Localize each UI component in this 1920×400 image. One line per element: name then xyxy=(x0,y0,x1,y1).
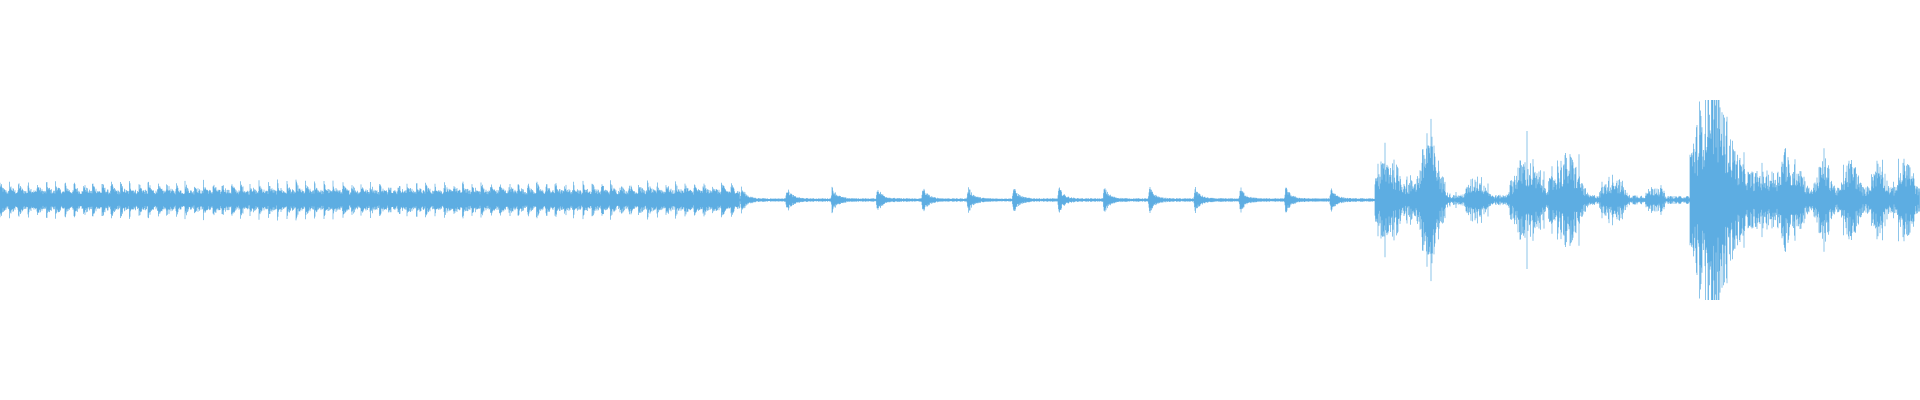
waveform-path xyxy=(0,100,1920,300)
waveform-bars xyxy=(0,100,1920,300)
